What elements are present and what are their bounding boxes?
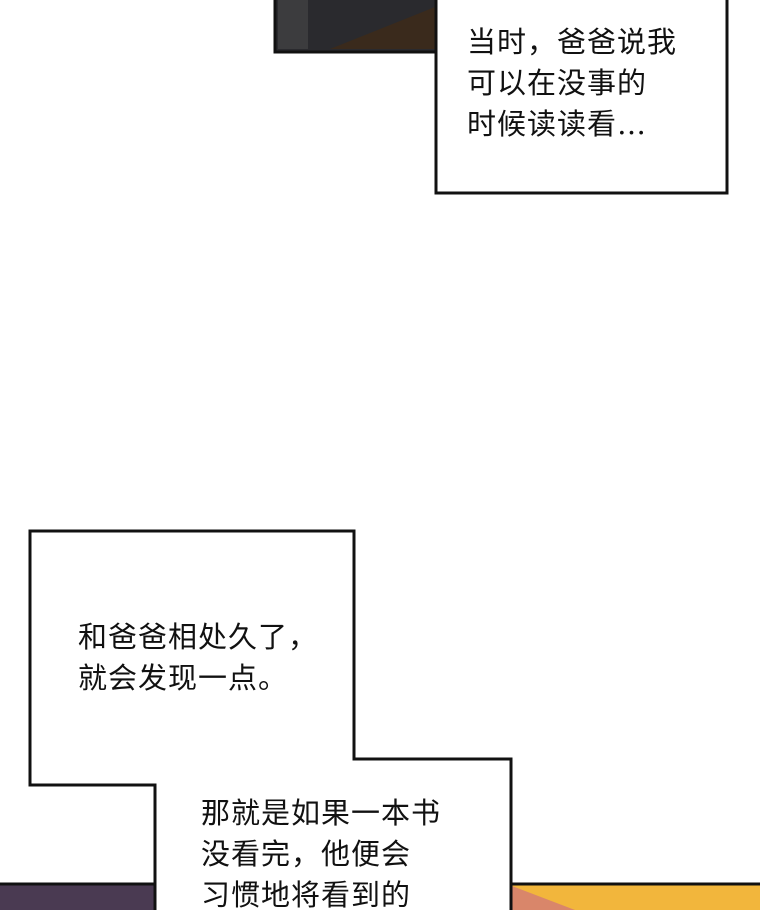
caption-line: 就会发现一点。 [78,661,289,695]
caption-line: 可以在没事的 [467,66,648,100]
caption-line: 当时，爸爸说我 [467,25,678,59]
caption-box-1 [434,0,729,195]
bottom-right-panel [503,882,760,910]
caption-line: 那就是如果一本书 [201,796,442,830]
caption-line: 没看完，他便会 [201,837,412,871]
caption-line: 习惯地将看到的 [201,878,412,912]
top-image-panel [273,0,447,54]
bottom-left-panel [0,882,162,910]
caption-box-2-3 [28,529,513,910]
caption-line: 和爸爸相处久了， [78,620,319,654]
caption-line: 时候读读看… [467,107,648,141]
